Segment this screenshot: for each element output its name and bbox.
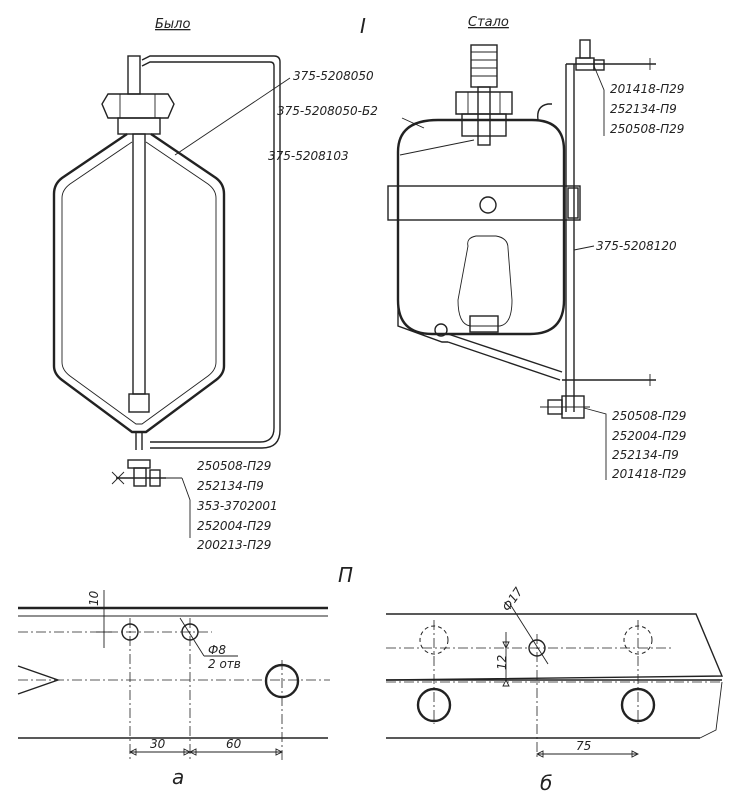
detail-b-label: б: [540, 771, 552, 795]
old-fastener-3: 353-3702001: [197, 499, 278, 513]
new-fastener-top-3: 250508-П29: [610, 122, 684, 136]
new-tank-drawing: [387, 39, 656, 480]
old-fastener-2: 252134-П9: [197, 479, 264, 493]
new-fastener-bottom-1: 250508-П29: [612, 409, 686, 423]
detail-a-label: а: [172, 765, 184, 789]
header-before: Было: [155, 17, 190, 32]
detail-b-drawing: [385, 603, 724, 760]
detail-a-dim-1: 30: [150, 737, 166, 751]
detail-a-hole-callout: Ф8: [208, 643, 226, 657]
new-fastener-bottom-3: 252134-П9: [612, 448, 679, 462]
old-fastener-1: 250508-П29: [197, 459, 271, 473]
old-fastener-4: 252004-П29: [197, 519, 271, 533]
detail-a-dim-top: 10: [87, 590, 101, 606]
detail-a-hole-count: 2 отв: [208, 657, 241, 671]
new-fastener-top-1: 201418-П29: [610, 82, 684, 96]
view-label-bottom: П: [338, 563, 353, 587]
old-fastener-5: 200213-П29: [197, 538, 271, 552]
new-part-label-1: 375-5208050-Б2: [277, 104, 378, 118]
view-label-top: I: [360, 14, 366, 38]
old-part-label-1: 375-5208050: [293, 69, 374, 83]
header-after: Стало: [468, 15, 509, 30]
new-part-label-2: 375-5208103: [268, 149, 349, 163]
old-tank-drawing: [52, 55, 291, 538]
detail-b-dim-1: 75: [576, 739, 591, 753]
new-part-label-3: 375-5208120: [596, 239, 677, 253]
detail-a-dim-2: 60: [226, 737, 242, 751]
detail-a-drawing: [17, 590, 330, 760]
new-fastener-top-2: 252134-П9: [610, 102, 677, 116]
new-fastener-bottom-4: 201418-П29: [612, 467, 686, 481]
detail-b-dim-vertical: 12: [495, 655, 509, 670]
new-fastener-bottom-2: 252004-П29: [612, 429, 686, 443]
detail-b-hole-callout: Ф17: [499, 585, 525, 614]
